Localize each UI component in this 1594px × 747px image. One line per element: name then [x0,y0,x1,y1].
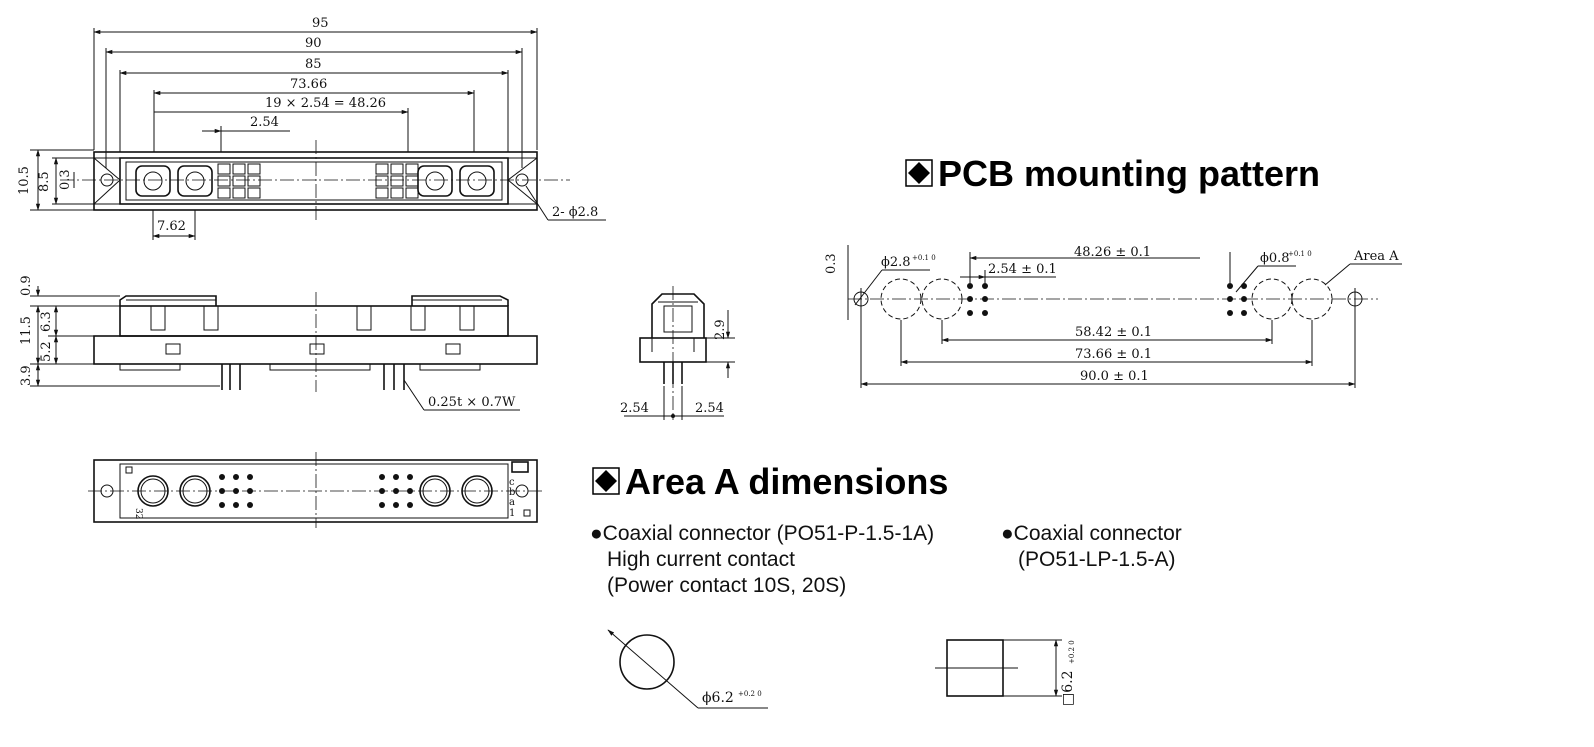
label-b: b [509,487,515,498]
pcb-tol-0-8: +0.1 0 [1288,250,1312,258]
pcb-dim-58-42: 58.42 ± 0.1 [1075,325,1152,340]
dim-0-9: 0.9 [19,275,34,296]
area-a-left-line3: (Power contact 10S, 20S) [607,574,846,597]
dim-0-3-top: 0.3 [58,169,73,190]
dim-90: 90 [305,36,322,51]
pcb-hole-0-8: ϕ0.8 [1260,251,1290,266]
area-a-square-dim: □6.2 [1060,671,1076,707]
label-c: c [509,477,515,488]
area-a-round-tol: +0.2 0 [738,690,762,698]
pcb-dim-2-54: 2.54 ± 0.1 [988,262,1057,277]
pcb-hole-2-8: ϕ2.8 [881,255,911,270]
label-a: a [509,497,515,508]
area-a-section: Area A dimensions ●Coaxial connector (PO… [590,461,1182,709]
pcb-tol-2-8: +0.1 0 [912,254,936,262]
pcb-area-a-label: Area A [1353,249,1399,264]
area-a-left-line1: ●Coaxial connector (PO51-P-1.5-1A) [590,522,934,545]
dim-6-3: 6.3 [39,311,54,332]
dim-73-66: 73.66 [290,77,327,92]
dim-2-9: 2.9 [713,319,728,340]
pcb-title: PCB mounting pattern [938,153,1320,194]
pcb-pattern: 0.3 ϕ2.8 +0.1 0 48.26 ± 0.1 2.54 ± 0.1 ϕ… [824,245,1402,388]
contact-grid-left [217,163,261,199]
pcb-dim-73-66: 73.66 ± 0.1 [1075,347,1152,362]
dim-5-2: 5.2 [39,341,54,362]
label-1: 1 [509,508,515,519]
end-view: 2.9 2.54 2.54 [620,286,735,420]
area-a-title: Area A dimensions [625,461,948,502]
area-a-right-line1: ●Coaxial connector [1001,522,1182,545]
dim-2-54-end-left: 2.54 [620,401,649,416]
dim-2-54-end-right: 2.54 [695,401,724,416]
area-a-right-line2: (PO51-LP-1.5-A) [1018,548,1176,571]
dim-95: 95 [312,16,329,31]
pcb-dim-90: 90.0 ± 0.1 [1080,369,1149,384]
dim-19x2-54: 19 × 2.54 = 48.26 [265,96,386,111]
dim-3-9: 3.9 [19,365,34,386]
label-32: 32 [133,508,143,519]
pcb-section: PCB mounting pattern [905,153,1320,194]
hole-callout: 2- ϕ2.8 [552,205,598,220]
pcb-pin-holes [967,283,1247,316]
dim-85: 85 [305,57,322,72]
dim-2-54-top: 2.54 [250,115,279,130]
dim-8-5: 8.5 [37,171,52,192]
coax-cavities-top [135,165,495,197]
area-a-left-line2: High current contact [607,548,795,571]
contact-grid-right [375,163,419,199]
side-view: 0.9 11.5 6.3 5.2 3.9 0.25t × 0.7W [19,275,538,411]
dim-10-5: 10.5 [17,166,32,195]
area-a-square-tol: +0.2 0 [1068,640,1076,664]
area-a-round-dim: ϕ6.2 [702,690,734,706]
dim-7-62: 7.62 [157,219,186,234]
pcb-dim-48-26: 48.26 ± 0.1 [1074,245,1151,260]
dim-11-5: 11.5 [19,316,34,345]
pin-size-callout: 0.25t × 0.7W [428,395,516,410]
top-view: 95 90 85 73.66 19 × 2.54 = 48.26 2.54 [17,16,606,240]
pcb-dim-0-3: 0.3 [824,253,839,274]
bottom-view: 32 c b a 1 [88,452,545,528]
pin-holes-bottom [219,474,413,508]
